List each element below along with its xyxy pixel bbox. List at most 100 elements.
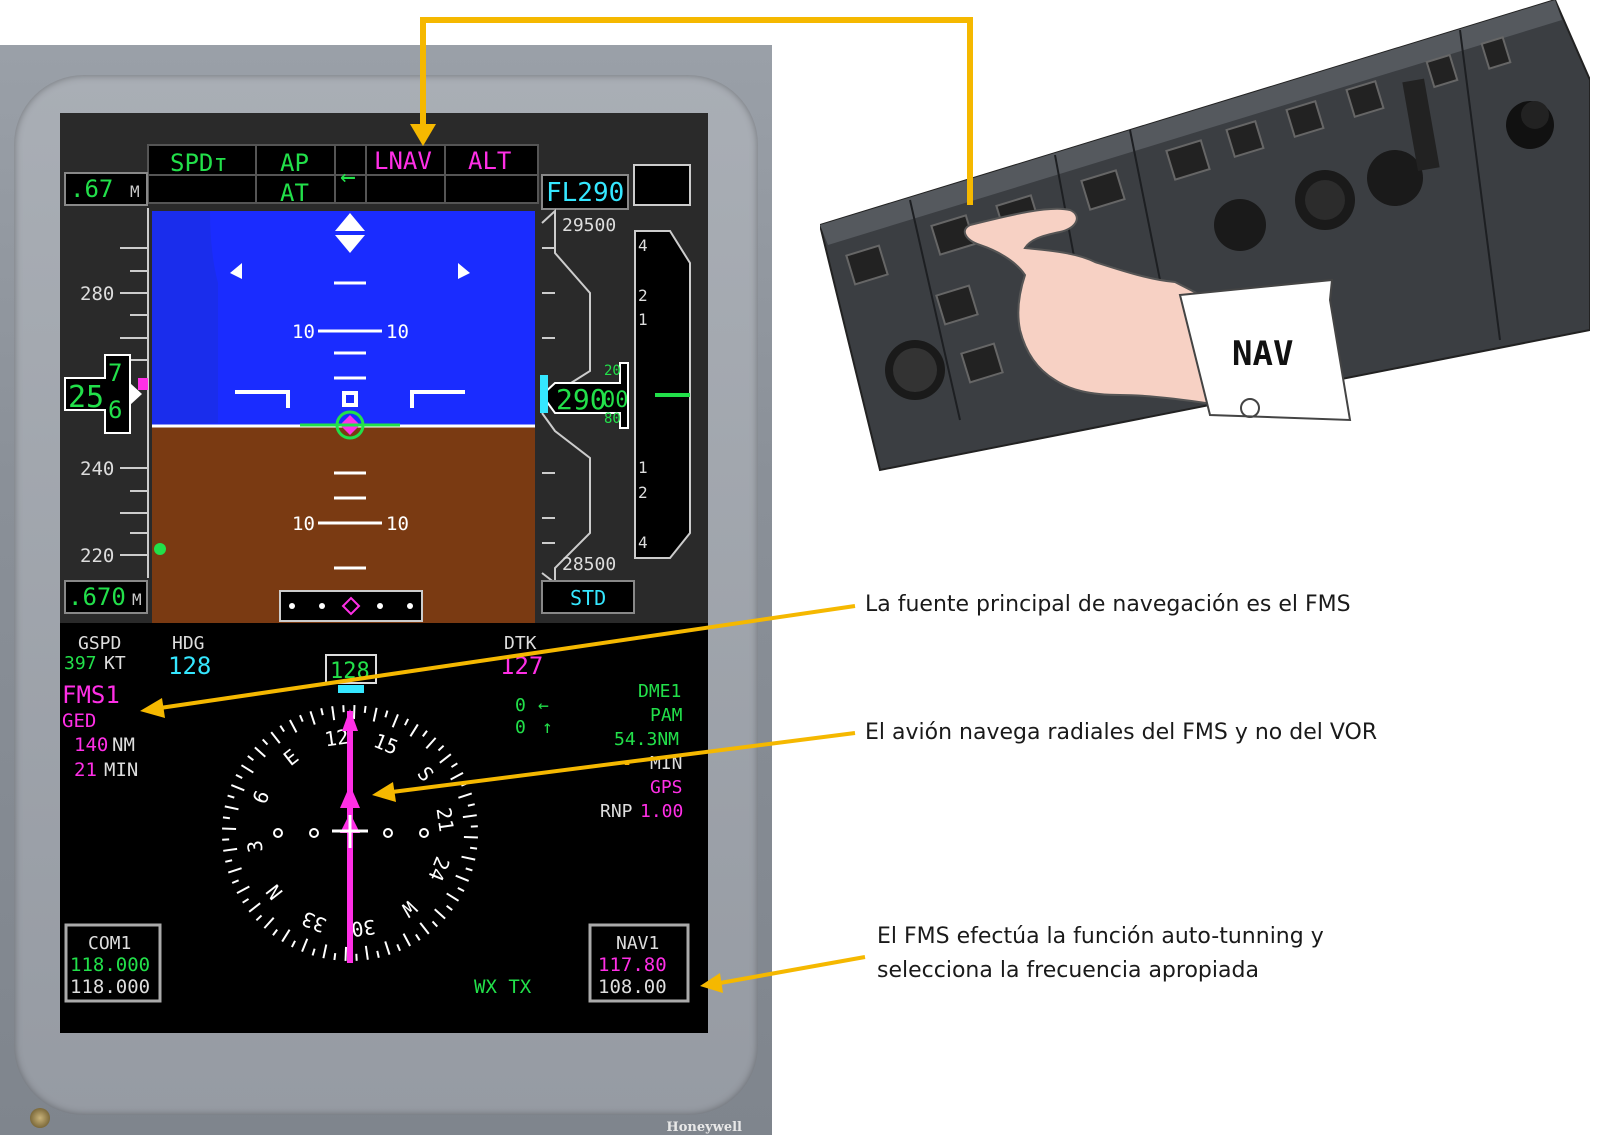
speed-roll-bottom: 6: [108, 396, 122, 424]
compass-tick: [457, 887, 465, 893]
com1-standby: 118.000: [70, 976, 150, 998]
compass-tick: [248, 902, 261, 913]
compass-label: 30: [350, 915, 377, 942]
pitch-label: 10: [292, 321, 315, 343]
mach-unit: M: [130, 182, 140, 201]
compass-tick: [309, 710, 316, 725]
compass-tick: [230, 784, 245, 792]
lateral-arrow-icon: ←: [340, 162, 356, 192]
altitude-roll-bottom: 80: [604, 411, 621, 427]
compass-tick: [376, 950, 380, 958]
nav1-label: NAV1: [616, 933, 659, 954]
com1-active: 118.000: [70, 954, 150, 976]
compass-tick: [396, 943, 401, 952]
compass-tick: [289, 719, 298, 733]
pitch-ladder: [318, 281, 382, 570]
vs-label: 4: [638, 236, 648, 255]
mach-bottom: .670: [68, 583, 126, 611]
compass-tick: [469, 846, 478, 850]
hdg-label: HDG: [172, 633, 205, 654]
compass-tick: [236, 885, 250, 894]
compass-tick: [272, 929, 278, 936]
compass-tick: [301, 938, 309, 953]
dme-station: PAM: [650, 705, 683, 726]
compass-tick: [465, 867, 473, 872]
compass-tick: [231, 879, 240, 884]
pfd-mfd-svg: 10 10 10 10 SPDт AP AT ← LNAV ALT .67 M …: [60, 113, 708, 1033]
annotation-autotune-line1: El FMS efectúa la función auto-tunning y: [877, 924, 1324, 949]
compass-tick: [222, 816, 231, 820]
nav1-box[interactable]: [588, 923, 690, 1003]
compass-tick: [270, 731, 281, 744]
compass-tick: [462, 814, 477, 819]
dme-time-dash: ---: [600, 753, 633, 774]
nav1-active: 117.80: [598, 954, 667, 976]
compass-tick: [255, 914, 263, 922]
compass-tick: [281, 929, 291, 943]
compass-tick: [263, 917, 275, 929]
speed-readout: [64, 354, 142, 434]
roll-pointer-icon: [335, 213, 365, 231]
compass-tick: [227, 867, 242, 874]
distance-unit: NM: [112, 734, 135, 756]
attitude-indicator: [152, 211, 535, 623]
dtk-label: DTK: [504, 633, 537, 654]
time-unit: MIN: [104, 759, 138, 781]
compass-tick: [364, 945, 369, 960]
waypoint-id: GED: [62, 710, 96, 732]
compass-tick: [227, 794, 235, 799]
compass-tick: [419, 922, 430, 935]
annotation-autotune-line2: selecciona la frecuencia apropiada: [877, 958, 1259, 983]
speed-label: 240: [80, 458, 114, 480]
pitch-label: 10: [292, 513, 315, 535]
com1-label: COM1: [88, 933, 131, 954]
compass-tick: [404, 718, 410, 726]
compass-tick: [299, 714, 304, 723]
pitch-label: 10: [386, 513, 409, 535]
compass-tick: [384, 710, 389, 718]
compass-tick: [434, 908, 446, 920]
compass-tick: [322, 944, 328, 959]
altitude-top-label: 29500: [562, 215, 616, 236]
vs-label: 2: [638, 286, 648, 305]
compass-tick: [431, 920, 439, 928]
compass-tick: [225, 859, 233, 863]
compass-tick: [455, 874, 470, 882]
time-value: 21: [74, 759, 97, 781]
compass-tick: [333, 952, 337, 961]
wind-b: 0: [515, 717, 526, 738]
nav1-standby: 108.00: [598, 976, 667, 998]
speed-roll-top: 7: [108, 359, 122, 387]
knobs[interactable]: [885, 101, 1554, 400]
gspd-unit: KT: [104, 653, 126, 674]
compass-tick: [242, 898, 250, 904]
mach-top: .67: [70, 175, 113, 203]
gspd-value: 397: [64, 653, 97, 674]
blank-box: [633, 164, 691, 206]
brightness-knob[interactable]: [30, 1108, 50, 1128]
altitude-tape-ticks: [542, 247, 555, 544]
panel-buttons[interactable]: [845, 36, 1512, 384]
fma-ap: AP: [280, 149, 309, 177]
compass-tick: [461, 855, 476, 861]
speed-label: 220: [80, 545, 114, 567]
selected-flight-level: FL290: [546, 178, 624, 208]
wind-arrow-icon: ←: [538, 695, 549, 716]
heading-bug-icon: [338, 685, 364, 693]
compass-tick: [311, 948, 316, 956]
compass-tick: [446, 892, 460, 902]
gps-label: GPS: [650, 777, 683, 798]
compass-tick: [240, 764, 254, 774]
annotation-fms-radials: El avión navega radiales del FMS y no de…: [865, 720, 1378, 745]
com1-box[interactable]: [64, 923, 162, 1003]
compass-label: 21: [432, 806, 459, 833]
dme-distance: 54.3NM: [614, 729, 679, 750]
compass-tick: [446, 905, 453, 911]
autopilot-panel-illustration: NAV: [820, 0, 1590, 472]
compass-tick: [363, 705, 367, 714]
brand-logo: Honeywell: [666, 1120, 742, 1135]
compass-tick: [384, 941, 391, 956]
wind-up-arrow-icon: ↑: [542, 717, 553, 738]
altitude-readout: [540, 362, 629, 429]
compass-tick: [235, 773, 243, 779]
